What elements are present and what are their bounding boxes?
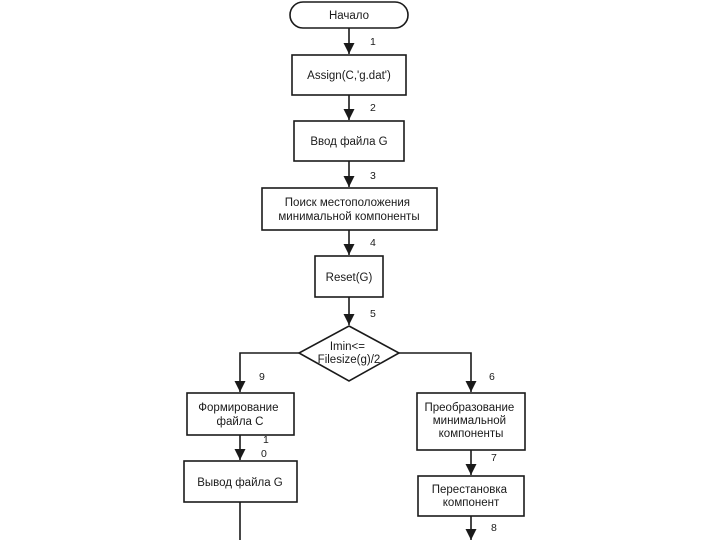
node-search-min-label: Поиск местоположения минимальной компоне… — [278, 197, 419, 223]
edge-number-3: 3 — [370, 170, 376, 182]
arrow-condition-to-transform — [399, 352, 477, 392]
edge-number-7: 7 — [491, 452, 497, 464]
node-transform-label: Преобразование минимальной компоненты — [425, 402, 518, 440]
node-reset: Reset(G) — [314, 255, 384, 298]
edge-numbers: 1 2 3 4 5 9 6 1 0 7 8 — [259, 36, 497, 534]
edge-number-5: 5 — [370, 308, 376, 320]
node-reset-label: Reset(G) — [326, 272, 373, 284]
node-output-g: Вывод файла G — [183, 460, 298, 503]
node-form-c: Формирование файла C — [186, 392, 295, 436]
edge-number-2: 2 — [370, 102, 376, 114]
edge-number-4: 4 — [370, 237, 376, 249]
node-assign-label: Assign(C,'g.dat') — [307, 70, 391, 82]
arrow-condition-to-form — [234, 352, 299, 392]
edge-number-10-bottom: 0 — [261, 448, 267, 460]
node-form-c-label: Формирование файла C — [198, 402, 281, 428]
edge-number-6: 6 — [489, 371, 495, 383]
node-start-label: Начало — [329, 10, 369, 22]
node-condition: Imin<= Filesize(g)/2 — [297, 325, 401, 382]
edge-number-1: 1 — [370, 36, 376, 48]
node-swap-label: Перестановка компонент — [432, 484, 510, 509]
node-transform: Преобразование минимальной компоненты — [416, 392, 526, 451]
node-condition-label: Imin<= Filesize(g)/2 — [318, 341, 381, 366]
node-assign: Assign(C,'g.dat') — [291, 54, 407, 96]
connectors — [234, 28, 477, 540]
node-output-g-label: Вывод файла G — [197, 477, 283, 489]
node-search-min: Поиск местоположения минимальной компоне… — [261, 187, 438, 231]
edge-number-8: 8 — [491, 522, 497, 534]
node-input-g-label: Ввод файла G — [310, 136, 387, 148]
node-start: Начало — [289, 1, 409, 29]
edge-number-9: 9 — [259, 371, 265, 383]
node-swap: Перестановка компонент — [417, 475, 525, 517]
edge-number-10-top: 1 — [263, 434, 269, 446]
node-input-g: Ввод файла G — [293, 120, 405, 162]
